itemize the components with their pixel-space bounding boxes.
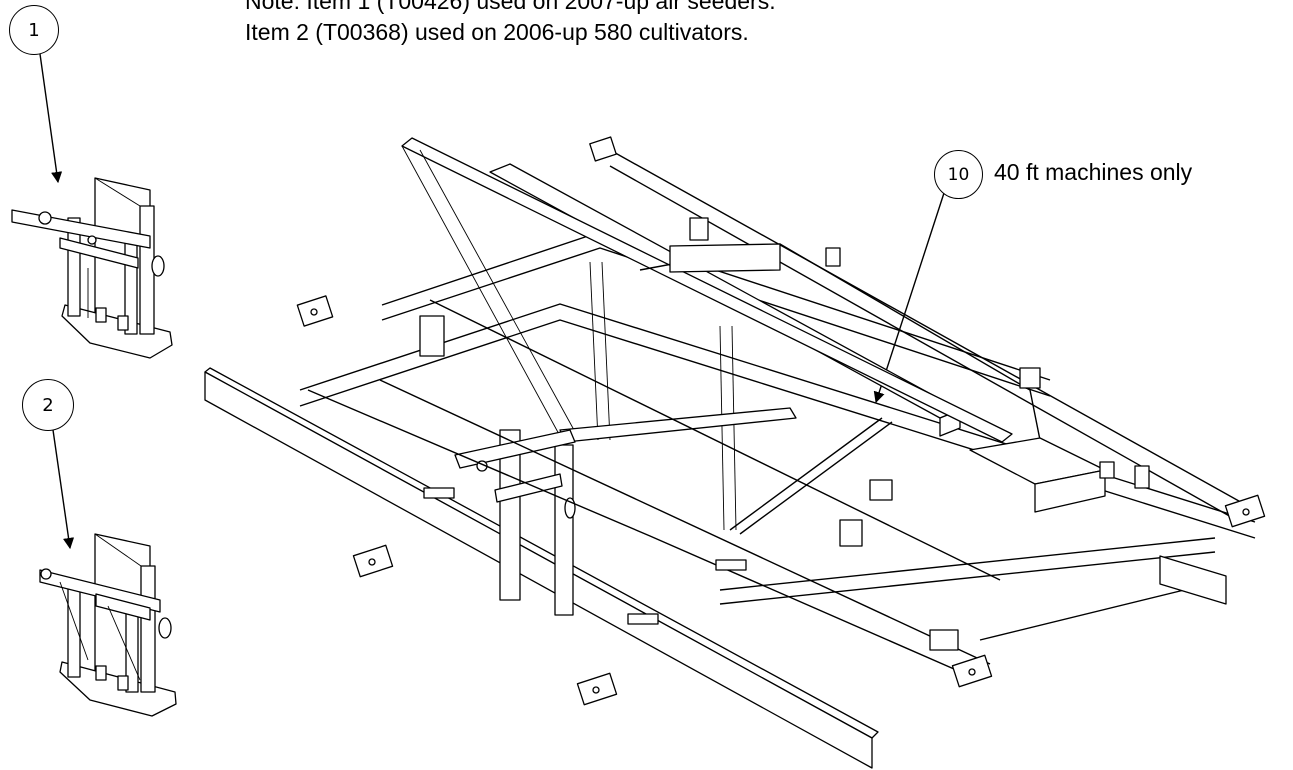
leader-line-1 — [39, 53, 63, 184]
callout-balloon-10: 10 — [934, 150, 983, 199]
hitch-bracket-item-2 — [39, 533, 177, 717]
leader-line-10 — [873, 192, 945, 404]
hitch-bracket-item-1 — [11, 177, 173, 359]
leader-line-2 — [52, 429, 75, 550]
cultivator-frame — [204, 136, 1266, 769]
note-line-1: Note: Item 1 (T00426) used on 2007-up ai… — [245, 0, 776, 14]
callout-10-text: 40 ft machines only — [994, 159, 1193, 185]
note-line-2: Item 2 (T00368) used on 2006-up 580 cult… — [245, 19, 749, 45]
callout-balloon-2: 2 — [22, 379, 74, 431]
callout-balloon-1: 1 — [9, 5, 59, 55]
